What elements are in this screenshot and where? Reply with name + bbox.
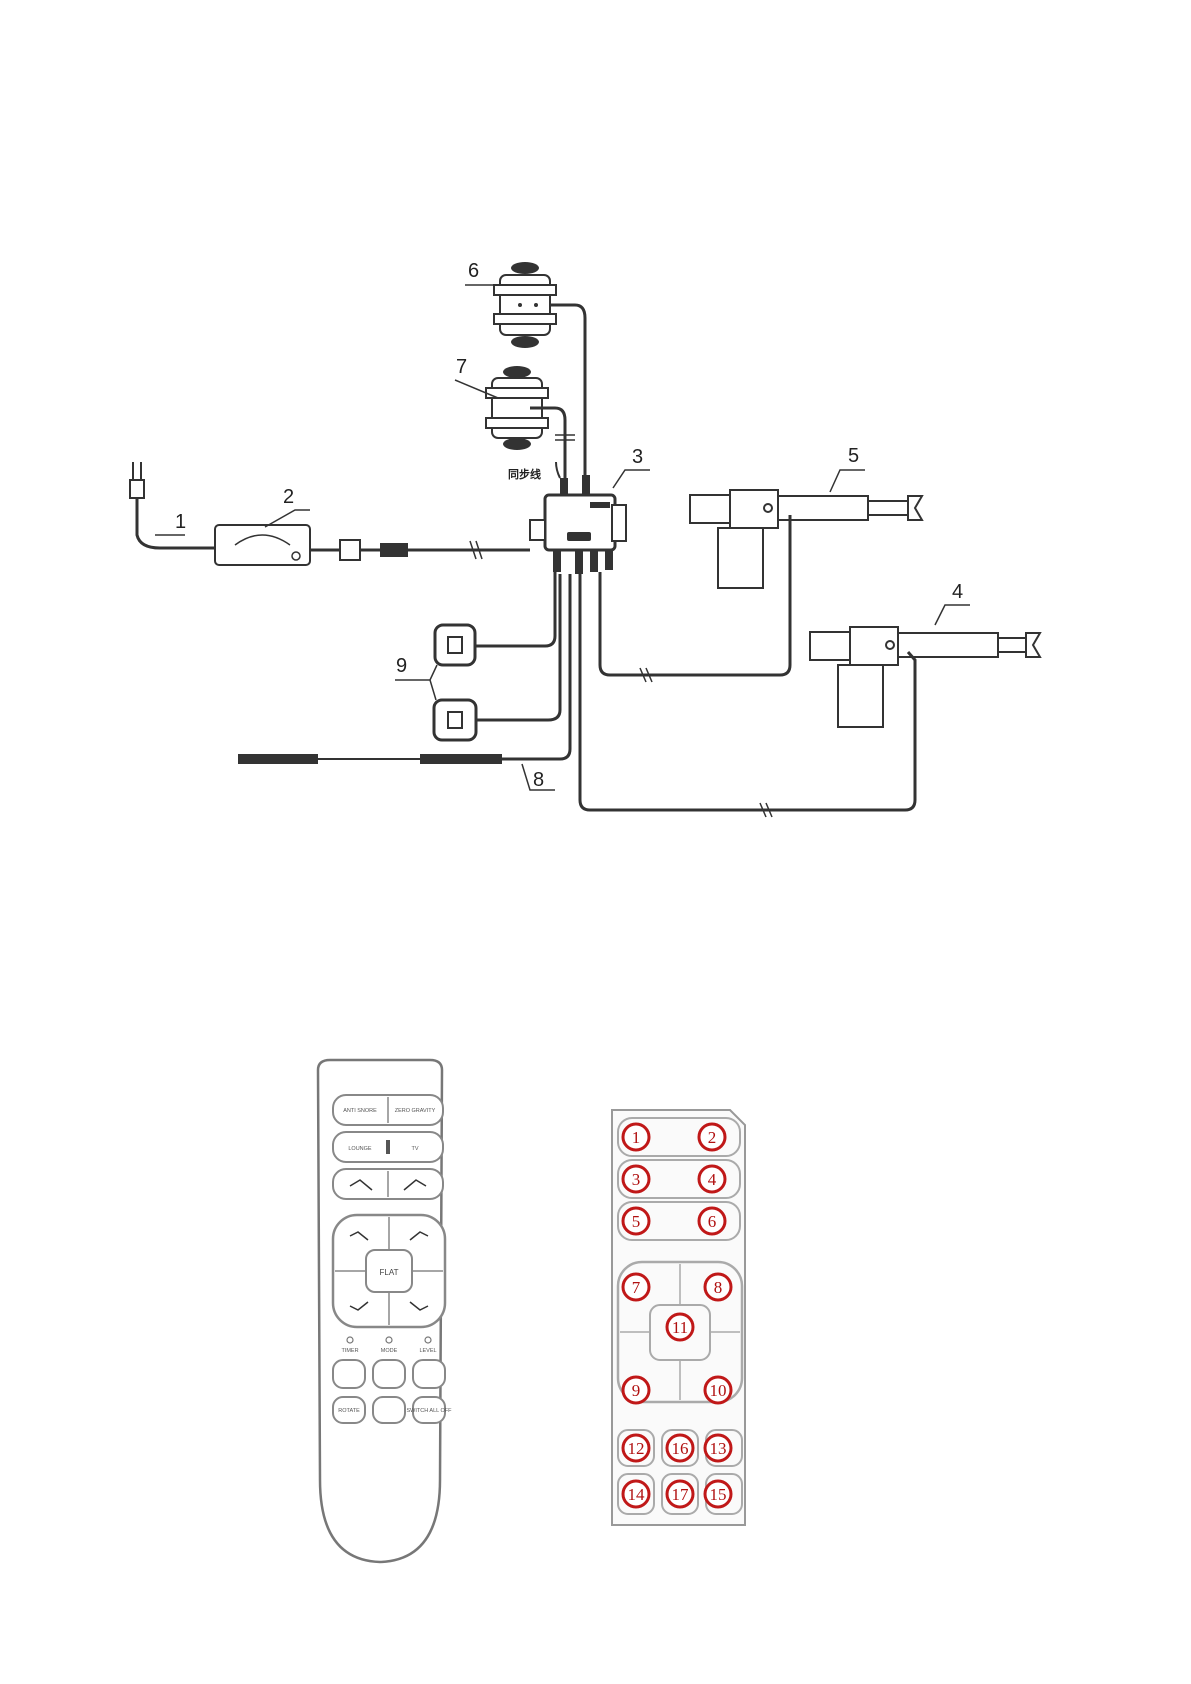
- massage-foot-button[interactable]: [413, 1360, 445, 1388]
- massage-motor-7: [486, 366, 575, 478]
- key-number-6: 6: [708, 1212, 717, 1231]
- callout-2: 2: [283, 486, 294, 508]
- key-number-17: 17: [672, 1485, 690, 1504]
- callout-6: 6: [468, 260, 479, 282]
- callout-5: 5: [848, 445, 859, 467]
- key-number-16: 16: [672, 1439, 689, 1458]
- hand-controllers-9: [434, 572, 560, 740]
- key-number-1: 1: [632, 1128, 641, 1147]
- key-number-7: 7: [632, 1278, 641, 1297]
- wiring-diagram: 1 2 3 4 5 6 7 8 9 同步线: [130, 260, 1040, 817]
- linear-actuator-4: [580, 574, 1040, 817]
- zero-gravity-button[interactable]: ZERO GRAVITY: [395, 1108, 436, 1114]
- rotate-button[interactable]: ROTATE: [338, 1408, 360, 1414]
- flat-button[interactable]: FLAT: [380, 1268, 399, 1277]
- lounge-button[interactable]: LOUNGE: [348, 1146, 372, 1152]
- key-number-9: 9: [632, 1381, 641, 1400]
- key-number-10: 10: [710, 1381, 727, 1400]
- tv-button[interactable]: TV: [411, 1146, 418, 1152]
- callout-8: 8: [533, 769, 544, 791]
- sync-cable-label: 同步线: [508, 467, 541, 481]
- key-number-4: 4: [708, 1170, 717, 1189]
- power-adapter: [215, 525, 530, 565]
- key-number-13: 13: [710, 1439, 727, 1458]
- callout-7: 7: [456, 356, 467, 378]
- key-number-5: 5: [632, 1212, 641, 1231]
- callout-3: 3: [632, 446, 643, 468]
- key-number-8: 8: [714, 1278, 723, 1297]
- light-button[interactable]: [373, 1397, 405, 1423]
- callout-4: 4: [952, 581, 963, 603]
- massage-mode-button[interactable]: [373, 1360, 405, 1388]
- key-number-2: 2: [708, 1128, 717, 1147]
- key-number-3: 3: [632, 1170, 641, 1189]
- mode-indicator: MODE: [381, 1348, 398, 1354]
- timer-indicator: TIMER: [341, 1348, 358, 1354]
- callout-9: 9: [396, 655, 407, 677]
- key-number-15: 15: [710, 1485, 727, 1504]
- massage-head-button[interactable]: [333, 1360, 365, 1388]
- callout-1: 1: [175, 511, 186, 533]
- key-number-11: 11: [672, 1318, 688, 1337]
- switch-all-off-button[interactable]: SWITCH ALL OFF: [406, 1408, 452, 1414]
- control-box: [530, 475, 626, 574]
- key-number-12: 12: [628, 1439, 645, 1458]
- key-number-14: 14: [628, 1485, 646, 1504]
- anti-snore-button[interactable]: ANTI SNORE: [343, 1108, 377, 1114]
- level-indicator: LEVEL: [419, 1348, 436, 1354]
- remote-control: ANTI SNORE ZERO GRAVITY LOUNGE TV FLAT T…: [318, 1060, 452, 1562]
